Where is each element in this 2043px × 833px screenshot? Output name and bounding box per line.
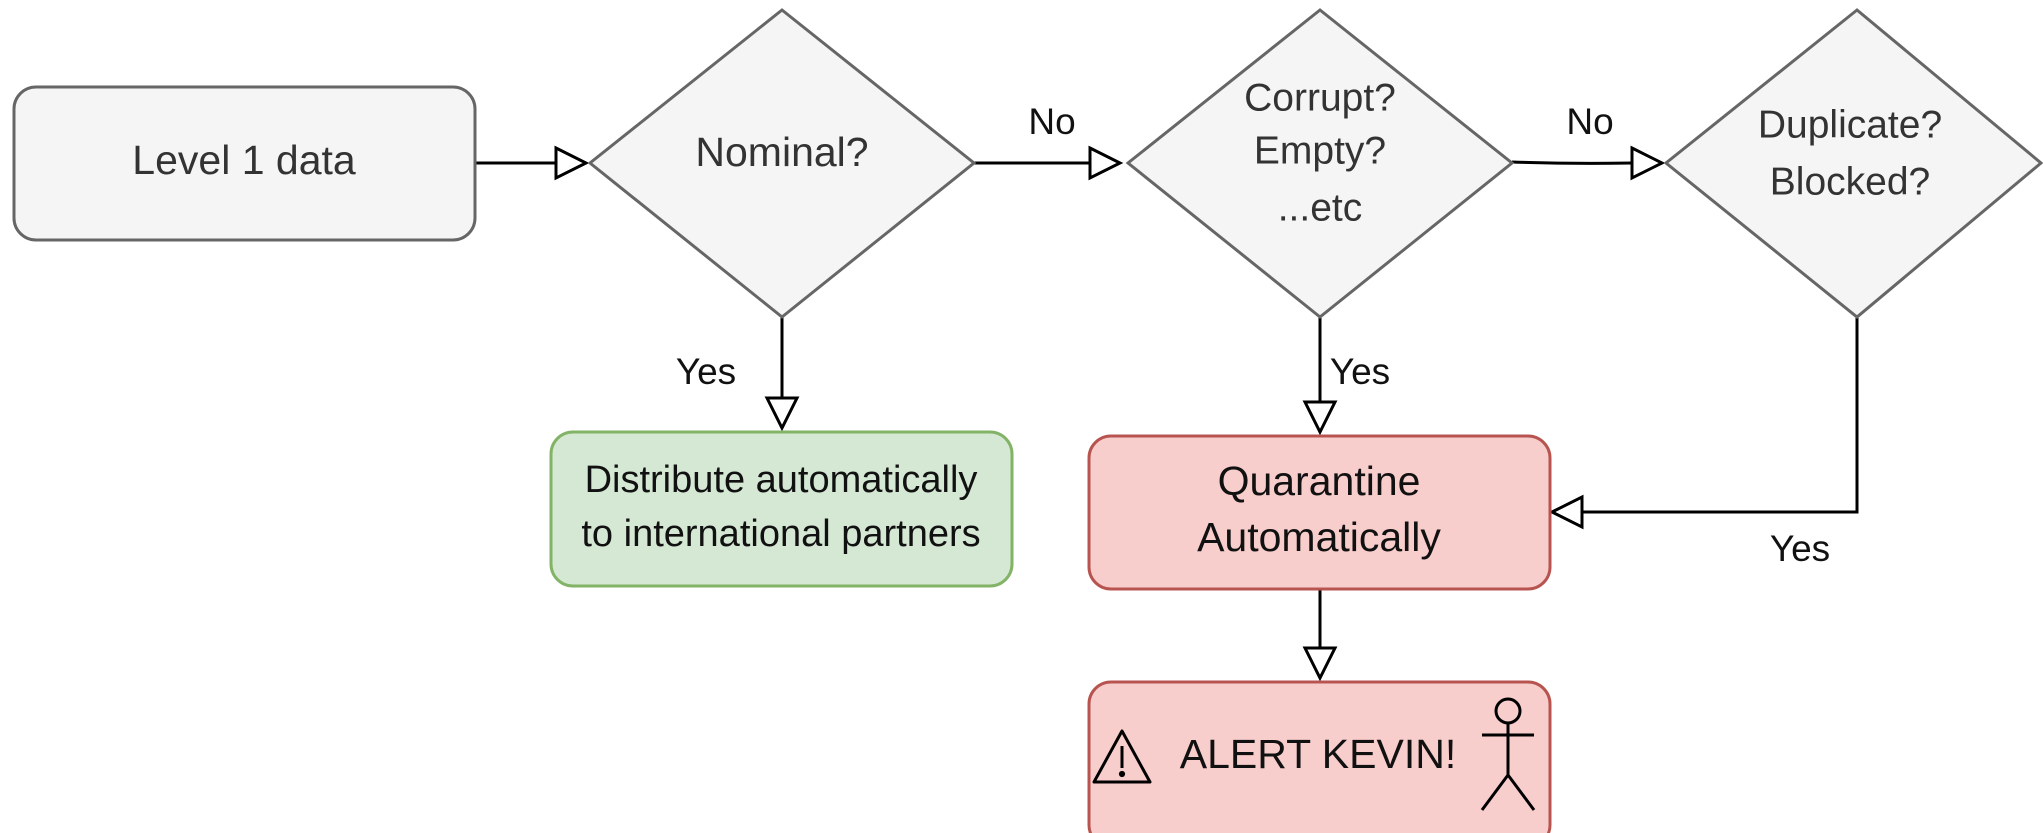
node-corrupt-line-2: Empty?: [1254, 129, 1386, 172]
node-duplicate-line-2: Blocked?: [1770, 160, 1930, 203]
node-alert-label: ALERT KEVIN!: [1180, 731, 1457, 777]
edge-label-nominal-yes: Yes: [676, 351, 736, 392]
edge-level1-to-nominal: [476, 145, 590, 181]
warning-icon: [1092, 729, 1152, 784]
node-quarantine-line-1: Quarantine: [1218, 458, 1421, 504]
node-corrupt-line-3: ...etc: [1278, 186, 1363, 229]
edge-label-nominal-no: No: [1028, 101, 1075, 142]
edge-nominal-to-distribute: [764, 317, 800, 432]
node-duplicate-line-1: Duplicate?: [1758, 103, 1942, 146]
stick-figure-icon: [1480, 697, 1536, 811]
node-distribute-line-1: Distribute automatically: [585, 459, 978, 501]
node-quarantine: Quarantine Automatically: [1087, 434, 1552, 591]
edge-label-corrupt-no: No: [1566, 101, 1613, 142]
node-corrupt-decision: Corrupt? Empty? ...etc: [1125, 8, 1515, 319]
node-distribute-line-2: to international partners: [581, 513, 980, 555]
node-alert-kevin: ALERT KEVIN!: [1087, 680, 1552, 833]
node-quarantine-line-2: Automatically: [1197, 514, 1441, 560]
edge-label-corrupt-yes: Yes: [1330, 351, 1390, 392]
edge-nominal-to-corrupt: [974, 145, 1124, 181]
node-level1-label: Level 1 data: [132, 137, 356, 183]
edge-label-duplicate-yes: Yes: [1770, 528, 1830, 569]
edge-corrupt-to-duplicate: [1511, 145, 1666, 181]
edge-quarantine-to-alert: [1302, 590, 1338, 682]
node-nominal-decision: Nominal?: [587, 8, 977, 319]
edge-duplicate-to-quarantine: [1548, 317, 1859, 530]
node-duplicate-decision: Duplicate? Blocked?: [1663, 8, 2043, 319]
node-level1-data: Level 1 data: [12, 85, 477, 242]
node-corrupt-line-1: Corrupt?: [1244, 76, 1396, 119]
edge-corrupt-to-quarantine: [1302, 317, 1338, 436]
node-nominal-label: Nominal?: [695, 129, 868, 175]
node-distribute: Distribute automatically to internationa…: [549, 430, 1014, 588]
